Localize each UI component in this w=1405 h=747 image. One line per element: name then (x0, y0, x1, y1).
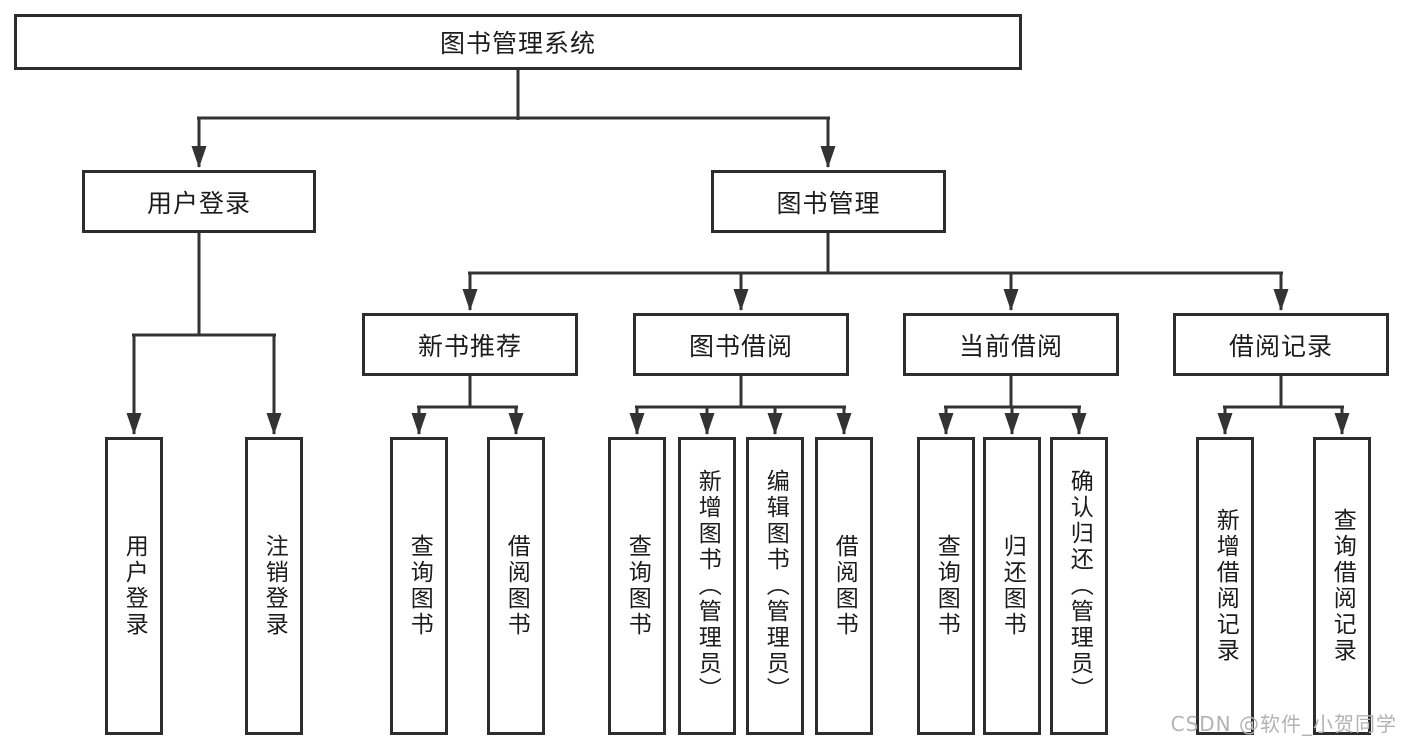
leaf-return-book: 归还图书 (983, 437, 1041, 735)
leaf-query-borrow-record: 查询借阅记录 (1313, 437, 1371, 735)
leaf-query-books-current: 查询图书 (917, 437, 975, 735)
csdn-watermark: CSDN @软件_小贺同学 (1170, 712, 1397, 736)
node-new-book-recommend: 新书推荐 (362, 313, 578, 376)
leaf-borrow-books-recommend: 借阅图书 (487, 437, 545, 735)
node-label: 注销登录 (261, 534, 288, 638)
node-book-borrow: 图书借阅 (633, 313, 849, 376)
leaf-user-login: 用户登录 (105, 437, 163, 735)
node-label: 用户登录 (121, 534, 148, 638)
leaf-query-books-recommend: 查询图书 (390, 437, 448, 735)
node-label: 借阅图书 (503, 534, 530, 638)
node-label: 编辑图书（管理员） (762, 469, 789, 703)
node-label: 用户登录 (146, 188, 251, 218)
node-label: 查询图书 (406, 534, 433, 638)
node-label: 图书借阅 (688, 331, 793, 361)
node-label: 借阅图书 (831, 534, 858, 638)
leaf-query-books-borrow: 查询图书 (608, 437, 666, 735)
node-label: 借阅记录 (1228, 331, 1333, 361)
node-current-borrow: 当前借阅 (903, 313, 1119, 376)
node-label: 图书管理系统 (439, 29, 596, 58)
node-label: 查询图书 (624, 534, 651, 638)
node-library-system: 图书管理系统 (14, 14, 1022, 70)
leaf-add-book-admin: 新增图书（管理员） (678, 437, 736, 735)
node-label: 图书管理 (776, 188, 881, 218)
node-label: 新书推荐 (417, 331, 522, 361)
leaf-logout: 注销登录 (245, 437, 303, 735)
node-user-login: 用户登录 (82, 170, 316, 233)
node-label: 新增图书（管理员） (694, 469, 721, 703)
leaf-borrow-books: 借阅图书 (815, 437, 873, 735)
node-label: 归还图书 (999, 534, 1026, 638)
node-book-management: 图书管理 (711, 170, 946, 233)
leaf-add-borrow-record: 新增借阅记录 (1196, 437, 1254, 735)
node-label: 确认归还（管理员） (1066, 469, 1093, 703)
node-label: 查询图书 (933, 534, 960, 638)
leaf-edit-book-admin: 编辑图书（管理员） (746, 437, 804, 735)
node-label: 当前借阅 (958, 331, 1063, 361)
node-label: 查询借阅记录 (1329, 508, 1356, 664)
node-label: 新增借阅记录 (1212, 508, 1239, 664)
node-borrow-records: 借阅记录 (1173, 313, 1389, 376)
leaf-confirm-return-admin: 确认归还（管理员） (1050, 437, 1108, 735)
